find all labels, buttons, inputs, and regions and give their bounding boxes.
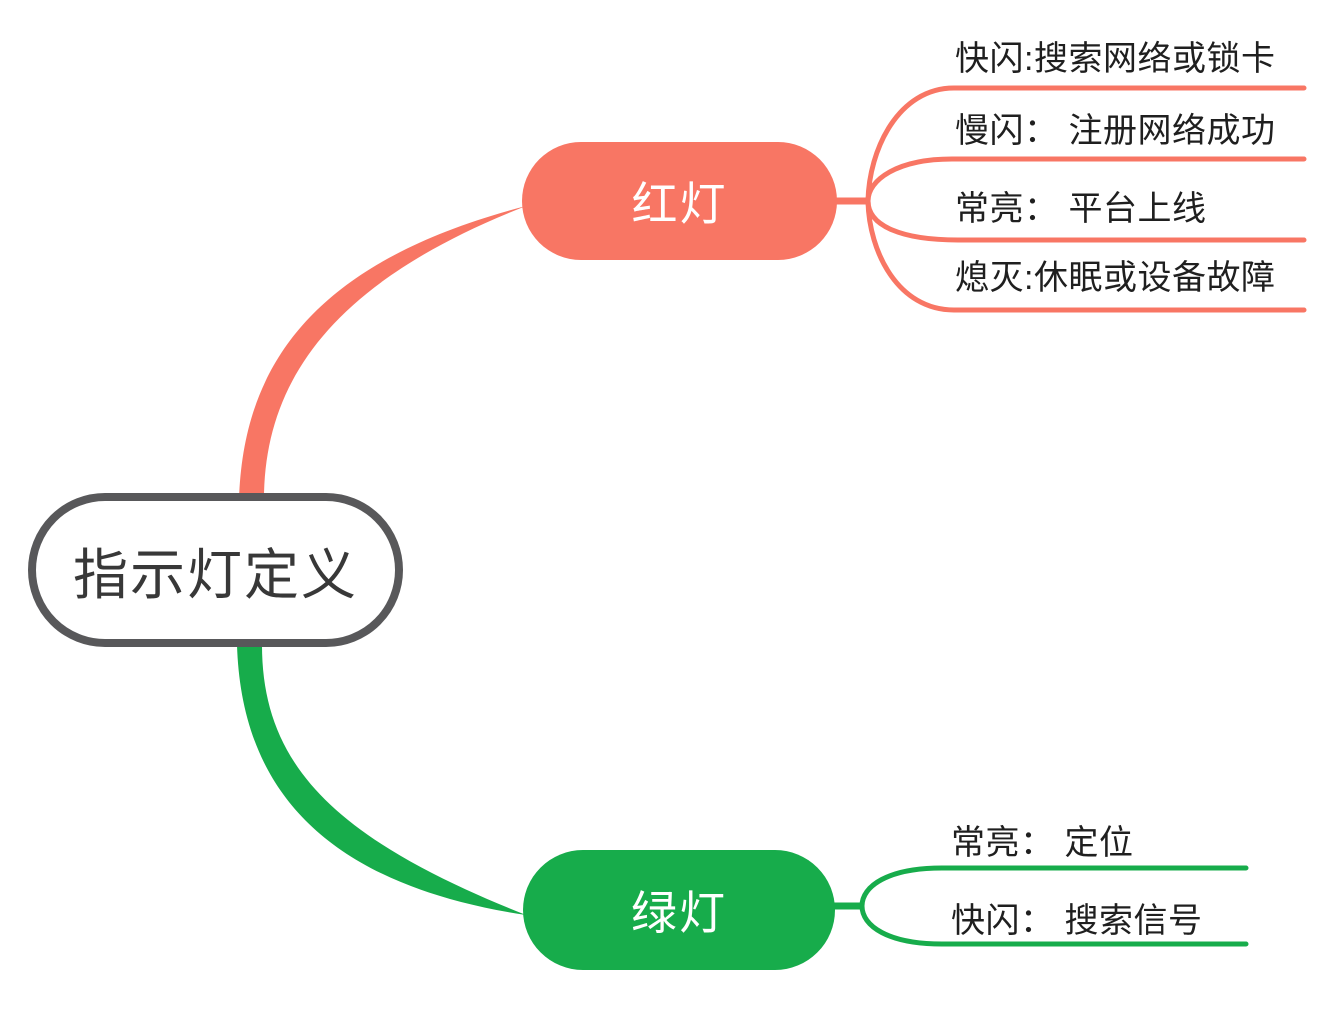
red-leaf-connector-1 (865, 85, 1307, 204)
branch-node-green-light[interactable]: 绿灯 (523, 850, 835, 970)
central-topic-node[interactable]: 指示灯定义 (28, 493, 403, 647)
green-light-label: 绿灯 (631, 887, 727, 939)
red-light-label: 红灯 (631, 178, 728, 230)
branch-curve-red (239, 206, 526, 500)
branch-node-red-light[interactable]: 红灯 (522, 142, 837, 260)
leaf-topic-red-fast-flash[interactable]: 快闪:搜索网络或锁卡 (955, 40, 1276, 78)
central-topic-label: 指示灯定义 (72, 544, 358, 606)
red-leaf-connector-2 (865, 156, 1307, 204)
leaf-topic-green-fast-flash[interactable]: 快闪： 搜索信号 (951, 902, 1203, 940)
branch-curve-green (237, 645, 526, 915)
leaf-topic-red-steady-on[interactable]: 常亮： 平台上线 (955, 190, 1207, 228)
leaf-topic-green-steady-on[interactable]: 常亮： 定位 (951, 824, 1134, 862)
leaf-topic-red-off[interactable]: 熄灭:休眠或设备故障 (955, 259, 1276, 297)
leaf-topic-red-slow-flash[interactable]: 慢闪： 注册网络成功 (955, 112, 1276, 150)
green-leaf-connector-2 (859, 903, 1249, 947)
red-leaf-connector-4 (865, 198, 1307, 313)
green-leaf-connector-1 (859, 865, 1249, 909)
